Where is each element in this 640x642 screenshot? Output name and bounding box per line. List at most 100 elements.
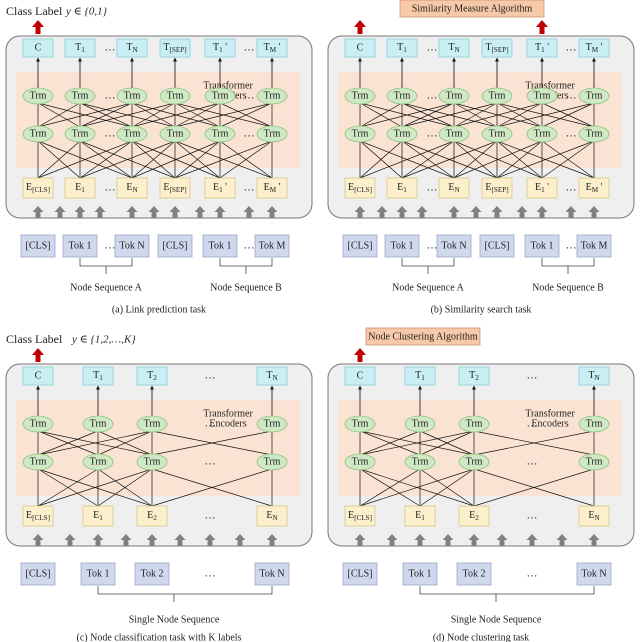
input-arrow — [536, 206, 548, 218]
trm-node — [578, 415, 610, 433]
sequence-bracket: Node Sequence A — [392, 258, 465, 293]
input-arrow — [234, 534, 246, 546]
trm-label: Trm — [466, 456, 483, 467]
trm-node — [204, 87, 236, 105]
input-token-box — [62, 234, 98, 258]
input-arrow — [94, 206, 106, 218]
trm-node — [344, 453, 376, 471]
trm-node — [404, 415, 436, 433]
output-token-box — [458, 366, 490, 386]
embedding-ellipsis: … — [527, 510, 538, 522]
input-token-label: Tok 1 — [531, 240, 554, 251]
input-arrow — [266, 534, 278, 546]
token-ellipsis: … — [566, 240, 577, 252]
trm-node — [116, 125, 148, 143]
algorithm-header: Node Clustering Algorithm — [354, 327, 481, 362]
trm-label: Trm — [352, 90, 369, 101]
trm-ellipsis: … — [244, 128, 255, 140]
input-token-box — [254, 234, 290, 258]
input-token-label: Tok 1 — [69, 240, 92, 251]
input-token-label: Tok M — [259, 240, 286, 251]
trm-label: Trm — [446, 128, 463, 139]
trm-node — [256, 453, 288, 471]
trm-label: Trm — [412, 418, 429, 429]
trm-label: Trm — [212, 128, 229, 139]
embedding-label: E1 ' — [535, 182, 549, 193]
embedding-ellipsis: … — [566, 182, 577, 194]
output-ellipsis: … — [205, 370, 216, 382]
output-token-label: T1 ' — [535, 42, 549, 53]
class-label-text: Class Label — [6, 4, 63, 18]
embedding-box — [22, 505, 54, 527]
trm-node — [344, 87, 376, 105]
trm-node — [116, 87, 148, 105]
input-arrow — [148, 206, 160, 218]
embedding-label: E1 — [75, 182, 85, 193]
input-token-box — [402, 562, 438, 586]
embedding-label: E2 — [147, 510, 157, 521]
trm-label: Trm — [264, 456, 281, 467]
embedding-label: EN — [266, 510, 278, 521]
input-token-box — [254, 562, 290, 586]
algorithm-box — [399, 0, 545, 18]
output-token-label: TM ' — [586, 42, 603, 53]
embedding-ellipsis: … — [244, 182, 255, 194]
token-ellipsis: … — [427, 240, 438, 252]
trm-label: Trm — [72, 90, 89, 101]
trm-label: Trm — [352, 456, 369, 467]
sequence-label: Single Node Sequence — [129, 614, 220, 625]
trm-node — [22, 125, 54, 143]
output-token-box — [136, 366, 168, 386]
embedding-box — [159, 177, 191, 199]
trm-label: Trm — [124, 128, 141, 139]
trm-label: Trm — [394, 128, 411, 139]
embedding-label: E2 — [469, 510, 479, 521]
embedding-label: E[SEP] — [163, 182, 186, 193]
panel-caption: (c) Node classification task with K labe… — [77, 632, 242, 642]
attention-connections — [36, 385, 274, 507]
output-token-label: T1 — [93, 370, 103, 381]
output-token-box — [82, 366, 114, 386]
input-arrow — [588, 206, 600, 218]
trm-label: Trm — [30, 128, 47, 139]
input-token-box — [436, 234, 472, 258]
embedding-box — [438, 177, 470, 199]
output-token-box — [22, 38, 54, 58]
trm-ellipsis: … — [105, 90, 116, 102]
output-token-label: T1 — [415, 370, 425, 381]
output-token-box — [438, 38, 470, 58]
input-arrow — [491, 206, 503, 218]
embedding-ellipsis: … — [427, 182, 438, 194]
trm-ellipsis: … — [527, 418, 538, 430]
input-arrow — [194, 206, 206, 218]
input-arrow — [588, 534, 600, 546]
output-token-label: TN — [448, 42, 460, 53]
embedding-label: E1 — [93, 510, 103, 521]
trm-node — [256, 415, 288, 433]
output-token-label: TN — [588, 370, 600, 381]
trm-label: Trm — [30, 90, 47, 101]
embedding-box — [578, 505, 610, 527]
input-arrow — [468, 534, 480, 546]
output-token-label: C — [357, 370, 364, 381]
output-token-box — [386, 38, 418, 58]
trm-node — [159, 87, 191, 105]
trm-node — [136, 415, 168, 433]
output-token-box — [578, 38, 610, 58]
embedding-label: E1 ' — [213, 182, 227, 193]
trm-ellipsis: … — [427, 128, 438, 140]
input-token-label: Tok 1 — [391, 240, 414, 251]
embedding-label: E[CLS] — [348, 510, 372, 521]
trm-label: Trm — [352, 128, 369, 139]
input-token-label: Tok N — [581, 568, 606, 579]
trm-node — [526, 125, 558, 143]
input-arrow — [416, 206, 428, 218]
input-token-label: Tok M — [581, 240, 608, 251]
input-token-box — [20, 562, 56, 586]
trm-label: Trm — [586, 456, 603, 467]
trm-node — [386, 87, 418, 105]
trm-label: Trm — [30, 418, 47, 429]
trm-node — [578, 125, 610, 143]
input-arrow — [354, 206, 366, 218]
input-token-box — [342, 562, 378, 586]
